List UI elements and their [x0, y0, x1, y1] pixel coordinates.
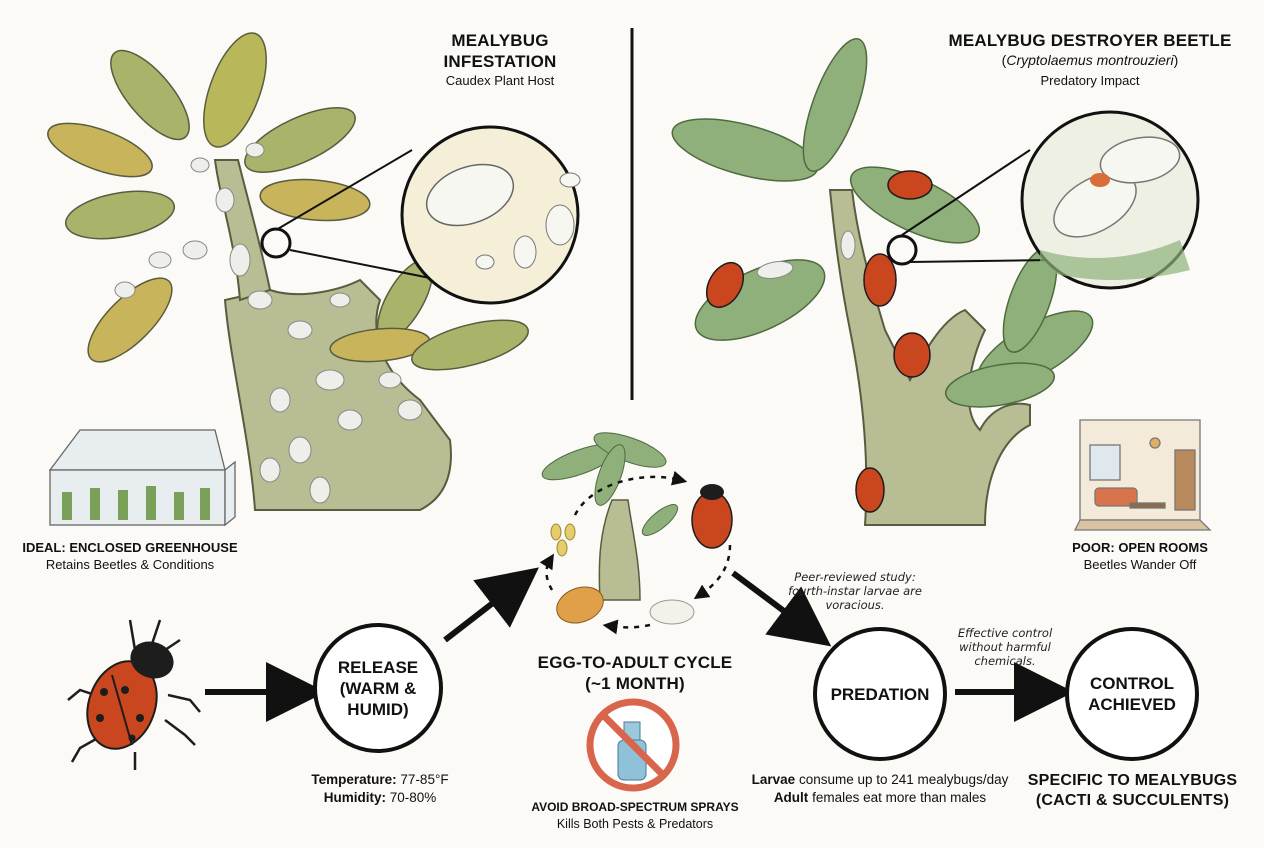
predation-node: PREDATION — [813, 627, 947, 761]
predation-label: PREDATION — [830, 684, 930, 704]
sprays-subtitle: Kills Both Pests & Predators — [556, 817, 714, 831]
infestation-title-line2: INFESTATION — [443, 52, 557, 71]
flow-arrows — [205, 567, 1074, 722]
greenhouse-title: IDEAL: ENCLOSED GREENHOUSE — [22, 540, 238, 555]
arrow-to-predation — [731, 570, 832, 647]
arrow-to-cycle — [443, 567, 539, 643]
conditions-text: Temperature: 77-85°F Humidity: 70-80% — [285, 771, 475, 807]
specific-label: SPECIFIC TO MEALYBUGS (CACTI & SUCCULENT… — [1027, 772, 1238, 809]
greenhouse-icon — [48, 429, 236, 527]
larvae-magnifier — [886, 110, 1200, 290]
infestation-title: MEALYBUG INFESTATION — [400, 30, 600, 72]
cycle-line1: EGG-TO-ADULT CYCLE — [537, 653, 733, 672]
cycle-label: EGG-TO-ADULT CYCLE (~1 MONTH) — [520, 652, 750, 694]
open-rooms-subtitle: Beetles Wander Off — [1083, 557, 1197, 572]
infested-caudex-plant — [47, 32, 529, 511]
adult-row: Adult females eat more than males — [773, 790, 987, 805]
living-room-icon — [1073, 419, 1212, 531]
ladybird-beetle — [705, 170, 933, 513]
release-line3: HUMID) — [347, 699, 409, 719]
pupa-stage — [556, 586, 604, 624]
egg-stage — [550, 523, 576, 557]
study-note: Peer-reviewed study: fourth-instar larva… — [788, 570, 922, 612]
infestation-subtitle: Caudex Plant Host — [445, 73, 555, 88]
release-line2: (WARM & — [339, 678, 417, 698]
open-rooms-title: POOR: OPEN ROOMS — [1072, 540, 1208, 555]
large-ladybird-icon — [67, 619, 201, 770]
no-spray-icon — [586, 698, 680, 792]
control-line1: CONTROL — [1089, 674, 1175, 693]
beetle-scientific-name: (Cryptolaemus montrouzieri) — [1001, 52, 1179, 68]
humidity-row: Humidity: 70-80% — [323, 790, 437, 805]
sprays-title: AVOID BROAD-SPECTRUM SPRAYS — [531, 800, 739, 814]
control-line2: ACHIEVED — [1088, 695, 1176, 714]
temperature-row: Temperature: 77-85°F — [311, 772, 449, 787]
control-achieved-node: CONTROL ACHIEVED — [1065, 627, 1199, 761]
infestation-title-line1: MEALYBUG — [451, 31, 549, 50]
beetle-panel-title: MEALYBUG DESTROYER BEETLE — [948, 31, 1232, 50]
control-note: Effective control without harmful chemic… — [957, 626, 1053, 668]
mealybug-magnifier — [260, 125, 581, 305]
beetle-panel-subtitle: Predatory Impact — [1040, 73, 1140, 88]
life-cycle-illustration — [539, 432, 733, 635]
release-line1: RELEASE — [337, 657, 419, 677]
cycle-line2: (~1 MONTH) — [585, 674, 685, 693]
release-node: RELEASE (WARM & HUMID) — [313, 623, 443, 753]
predation-stats: Larvae consume up to 241 mealybugs/day A… — [725, 771, 1035, 807]
greenhouse-subtitle: Retains Beetles & Conditions — [45, 557, 215, 572]
healthy-caudex-plant — [671, 38, 1094, 526]
adult-beetle-stage — [691, 491, 733, 549]
larva-stage — [649, 599, 695, 625]
larvae-row: Larvae consume up to 241 mealybugs/day — [751, 772, 1009, 787]
